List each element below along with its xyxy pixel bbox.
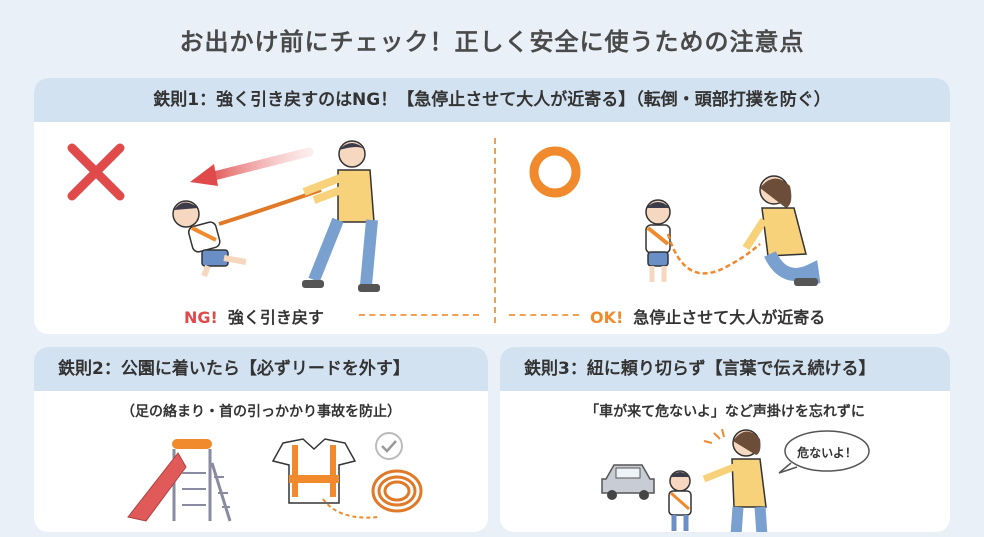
slack-leash-line (666, 233, 761, 275)
child-figure (668, 470, 692, 531)
ok-circle-icon (529, 146, 581, 198)
rule3-subtext: 「車が来て危ないよ」など声掛けを忘れずに (585, 404, 865, 420)
falling-child-figure (172, 200, 247, 278)
pull-arrow-icon (190, 147, 314, 186)
harness-vest-icon (271, 438, 357, 504)
ng-dashline (359, 314, 479, 316)
speech-bubble-text: 危ないよ！ (797, 446, 857, 460)
rule3-heading: 鉄則3：紐に頼り切らず【言葉で伝え続ける】 (500, 347, 950, 391)
check-icon (375, 432, 403, 460)
standing-child-figure (645, 199, 671, 282)
ng-tag: NG! (184, 308, 218, 327)
ng-caption: NG! 強く引き戻す (184, 304, 324, 328)
ok-caption: OK! 急停止させて大人が近寄る (590, 304, 825, 328)
slide-icon (127, 439, 232, 522)
rule1-heading: 鉄則1：強く引き戻すのはNG！【急停止させて大人が近寄る】（転倒・頭部打撲を防ぐ… (34, 78, 950, 122)
coiled-leash-icon (322, 469, 423, 519)
ng-label: 強く引き戻す (227, 308, 324, 327)
rule1-card: 鉄則1：強く引き戻すのはNG！【急停止させて大人が近寄る】（転倒・頭部打撲を防ぐ… (34, 78, 950, 334)
ok-tag: OK! (590, 308, 624, 327)
ok-dashline (509, 314, 579, 316)
pointing-adult-figure (702, 428, 768, 532)
adult-pulling-figure (302, 140, 380, 292)
rule3-card: 鉄則3：紐に頼り切らず【言葉で伝え続ける】 「車が来て危ないよ」など声掛けを忘れ… (500, 347, 950, 532)
car-icon (601, 464, 655, 500)
rule2-heading: 鉄則2：公園に着いたら【必ずリードを外す】 (34, 347, 488, 391)
ok-label: 急停止させて大人が近寄る (633, 308, 826, 327)
page-title: お出かけ前にチェック！正しく安全に使うための注意点 (179, 28, 805, 56)
speech-bubble-shape (778, 430, 870, 474)
rule2-card: 鉄則2：公園に着いたら【必ずリードを外す】 （足の絡まり・首の引っかかり事故を防… (34, 347, 488, 532)
rule2-subtext: （足の絡まり・首の引っかかり事故を防止） (121, 404, 401, 420)
ng-cross-icon (67, 143, 125, 201)
divider-vertical (494, 138, 496, 323)
crouching-adult-figure (742, 175, 821, 286)
